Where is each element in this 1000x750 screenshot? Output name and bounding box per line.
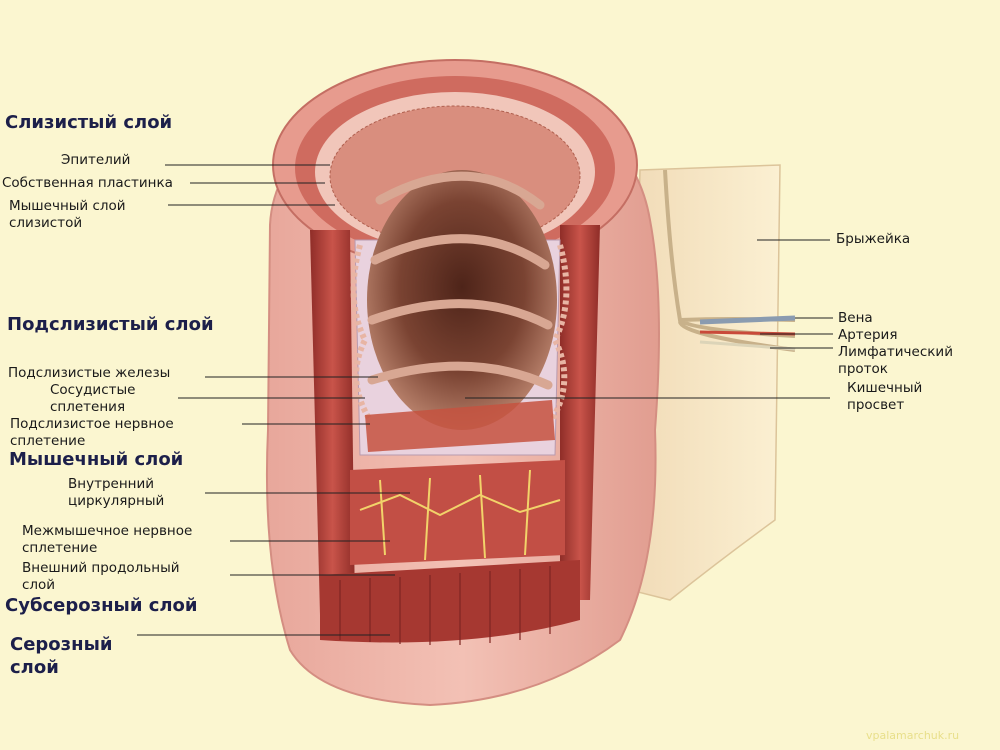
label-myenteric-plexus-line2: сплетение [22, 540, 98, 556]
longitudinal-fibers [339, 566, 551, 645]
label-inner-circular-line1: Внутренний [68, 476, 155, 492]
heading-mucosa: Слизистый слой [5, 112, 173, 133]
submucosal-plexus-band [365, 400, 555, 452]
label-inner-circular: Внутренний циркулярный [68, 476, 164, 510]
villi-edge [350, 244, 570, 422]
label-vascular-plexus-line1: Сосудистые [50, 382, 136, 398]
mucosal-folds [367, 171, 553, 390]
label-inner-circular-line2: циркулярный [68, 493, 165, 509]
label-muscularis-mucosae-line1: Мышечный слой [9, 198, 126, 214]
heading-serous-line2: слой [10, 657, 59, 678]
label-outer-longitudinal: Внешний продольный слой [22, 560, 180, 594]
left-cut-muscle [310, 230, 355, 615]
label-vein: Вена [838, 310, 873, 326]
label-lymph-duct-line2: проток [838, 361, 888, 377]
label-submucosal-nerve-plexus: Подслизистое нервное сплетение [10, 416, 174, 450]
heading-serous-line1: Серозный [10, 634, 113, 655]
label-muscularis-mucosae-line2: слизистой [9, 215, 83, 231]
label-myenteric-plexus: Межмышечное нервное сплетение [22, 523, 192, 557]
label-lamina-propria: Собственная пластинка [2, 175, 173, 191]
leader-lines [137, 164, 833, 636]
mesentery-sheet [629, 164, 781, 601]
vein-vessel [699, 315, 796, 325]
label-vascular-plexus-line2: сплетения [50, 399, 126, 415]
circular-muscle-layer [350, 460, 565, 565]
label-epithelium: Эпителий [61, 152, 131, 168]
label-artery: Артерия [838, 327, 898, 343]
heading-subserous: Субсерозный слой [5, 595, 198, 616]
label-mesentery: Брыжейка [836, 231, 911, 247]
heading-submucosa: Подслизистый слой [7, 314, 214, 335]
label-submucosal-nerve-plexus-line2: сплетение [10, 433, 86, 449]
longitudinal-muscle-layer [320, 560, 580, 643]
label-muscularis-mucosae: Мышечный слой слизистой [9, 198, 126, 232]
label-outer-longitudinal-line2: слой [22, 577, 56, 593]
label-vascular-plexus: Сосудистые сплетения [50, 382, 135, 416]
label-submucosal-glands: Подслизистые железы [8, 365, 171, 381]
watermark: vpalamarchuk.ru [866, 729, 960, 742]
label-lymph-duct: Лимфатический проток [838, 344, 953, 378]
label-outer-longitudinal-line1: Внешний продольный [22, 560, 180, 576]
myenteric-plexus [359, 469, 561, 561]
heading-muscular: Мышечный слой [9, 449, 184, 470]
label-lumen-line1: Кишечный [847, 380, 923, 396]
right-cut-muscle [560, 225, 600, 600]
label-myenteric-plexus-line1: Межмышечное нервное [22, 523, 193, 539]
label-lymph-duct-line1: Лимфатический [838, 344, 953, 360]
label-lumen: Кишечный просвет [847, 380, 922, 414]
heading-serous: Серозный слой [10, 633, 112, 679]
label-submucosal-nerve-plexus-line1: Подслизистое нервное [10, 416, 174, 432]
label-lumen-line2: просвет [847, 397, 905, 413]
